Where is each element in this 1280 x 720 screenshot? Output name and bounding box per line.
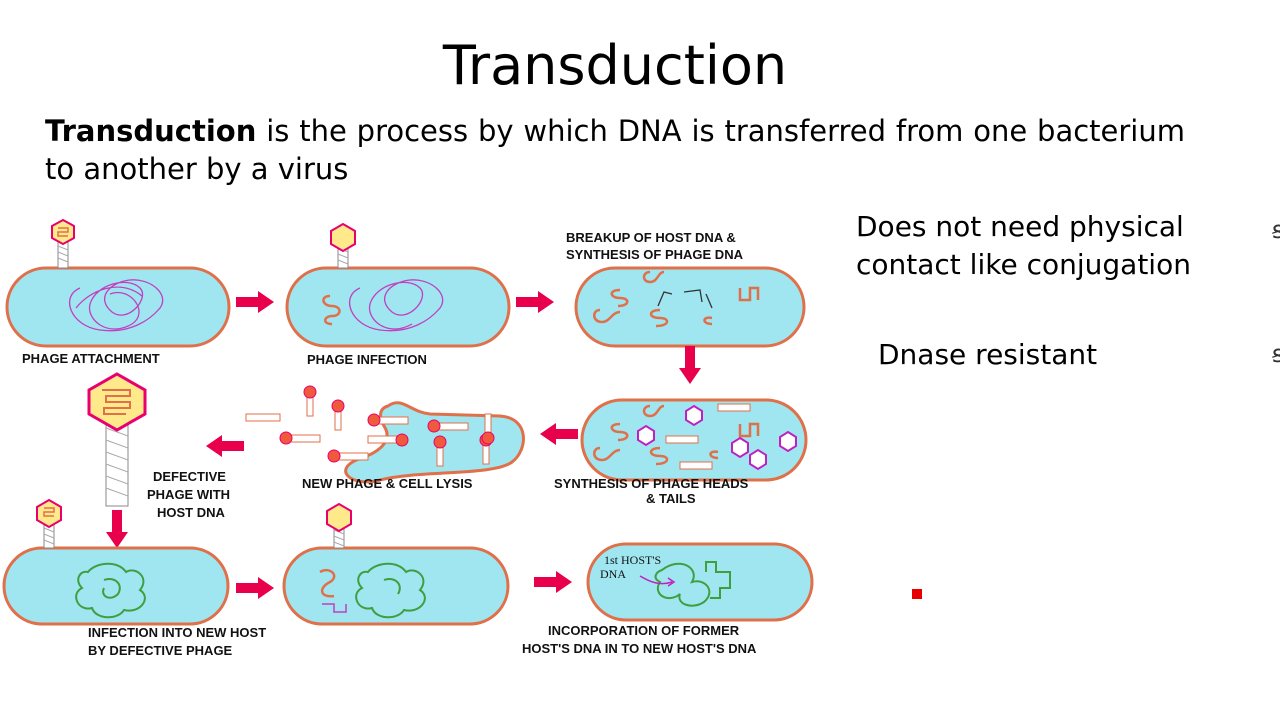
label-incorp-1: INCORPORATION OF FORMER xyxy=(548,623,740,638)
intro-term: Transduction xyxy=(45,114,257,148)
label-synthesis-1: SYNTHESIS OF PHAGE HEADS xyxy=(554,476,749,491)
cropped-edge-glyph: ꞩ xyxy=(1272,217,1280,244)
red-dot-marker xyxy=(912,589,922,599)
label-newhost-2: BY DEFECTIVE PHAGE xyxy=(88,643,233,658)
cell-new-host xyxy=(2,546,230,626)
arrow-step6 xyxy=(106,510,128,548)
cell-incorporation xyxy=(586,542,814,622)
label-breakup-2: SYNTHESIS OF PHAGE DNA xyxy=(566,247,744,262)
label-lysis: NEW PHAGE & CELL LYSIS xyxy=(302,476,473,491)
side-point-dnase: Dnase resistant xyxy=(878,338,1098,371)
page-title: Transduction xyxy=(442,34,788,97)
cell-breakup xyxy=(574,266,806,348)
arrow-step4 xyxy=(540,423,578,445)
defective-phage xyxy=(87,372,147,507)
cell-phage-infection xyxy=(285,266,511,348)
label-phage-infection: PHAGE INFECTION xyxy=(307,352,427,367)
arrow-step1 xyxy=(236,291,274,313)
label-defective-3: HOST DNA xyxy=(157,505,226,520)
label-breakup-1: BREAKUP OF HOST DNA & xyxy=(566,230,736,245)
label-phage-attachment: PHAGE ATTACHMENT xyxy=(22,351,160,366)
arrow-step2 xyxy=(516,291,554,313)
intro-text: is the process by which DNA is transferr… xyxy=(45,114,1185,186)
arrow-step3 xyxy=(679,346,701,384)
released-phages xyxy=(245,385,495,467)
arrow-step5 xyxy=(206,435,244,457)
empty-phage-new-host xyxy=(326,502,352,549)
label-newhost-1: INFECTION INTO NEW HOST xyxy=(88,625,266,640)
phage-attached xyxy=(51,218,75,269)
label-defective-2: PHAGE WITH xyxy=(147,487,230,502)
label-incorp-2: HOST'S DNA IN TO NEW HOST'S DNA xyxy=(522,641,757,656)
phage-empty xyxy=(330,222,356,269)
cell-synthesis xyxy=(580,398,808,482)
intro-paragraph: Transduction is the process by which DNA… xyxy=(45,112,1185,188)
cell-defective-infection xyxy=(282,546,510,626)
cell-phage-attachment xyxy=(5,266,231,348)
phage-on-new-host xyxy=(36,498,62,549)
label-defective-1: DEFECTIVE xyxy=(153,469,226,484)
label-hosts-dna-1: 1st HOST'S xyxy=(604,553,661,567)
arrow-step7 xyxy=(236,577,274,599)
arrow-step8 xyxy=(534,571,572,593)
side-point-physical-contact: Does not need physical contact like conj… xyxy=(856,210,1191,281)
label-synthesis-2: & TAILS xyxy=(646,491,696,506)
transduction-diagram: PHAGE ATTACHMENT PHAGE INFECTION BREAKUP… xyxy=(2,218,814,658)
label-hosts-dna-2: DNA xyxy=(600,567,626,581)
cropped-edge-glyph: ꞩ xyxy=(1272,341,1280,368)
